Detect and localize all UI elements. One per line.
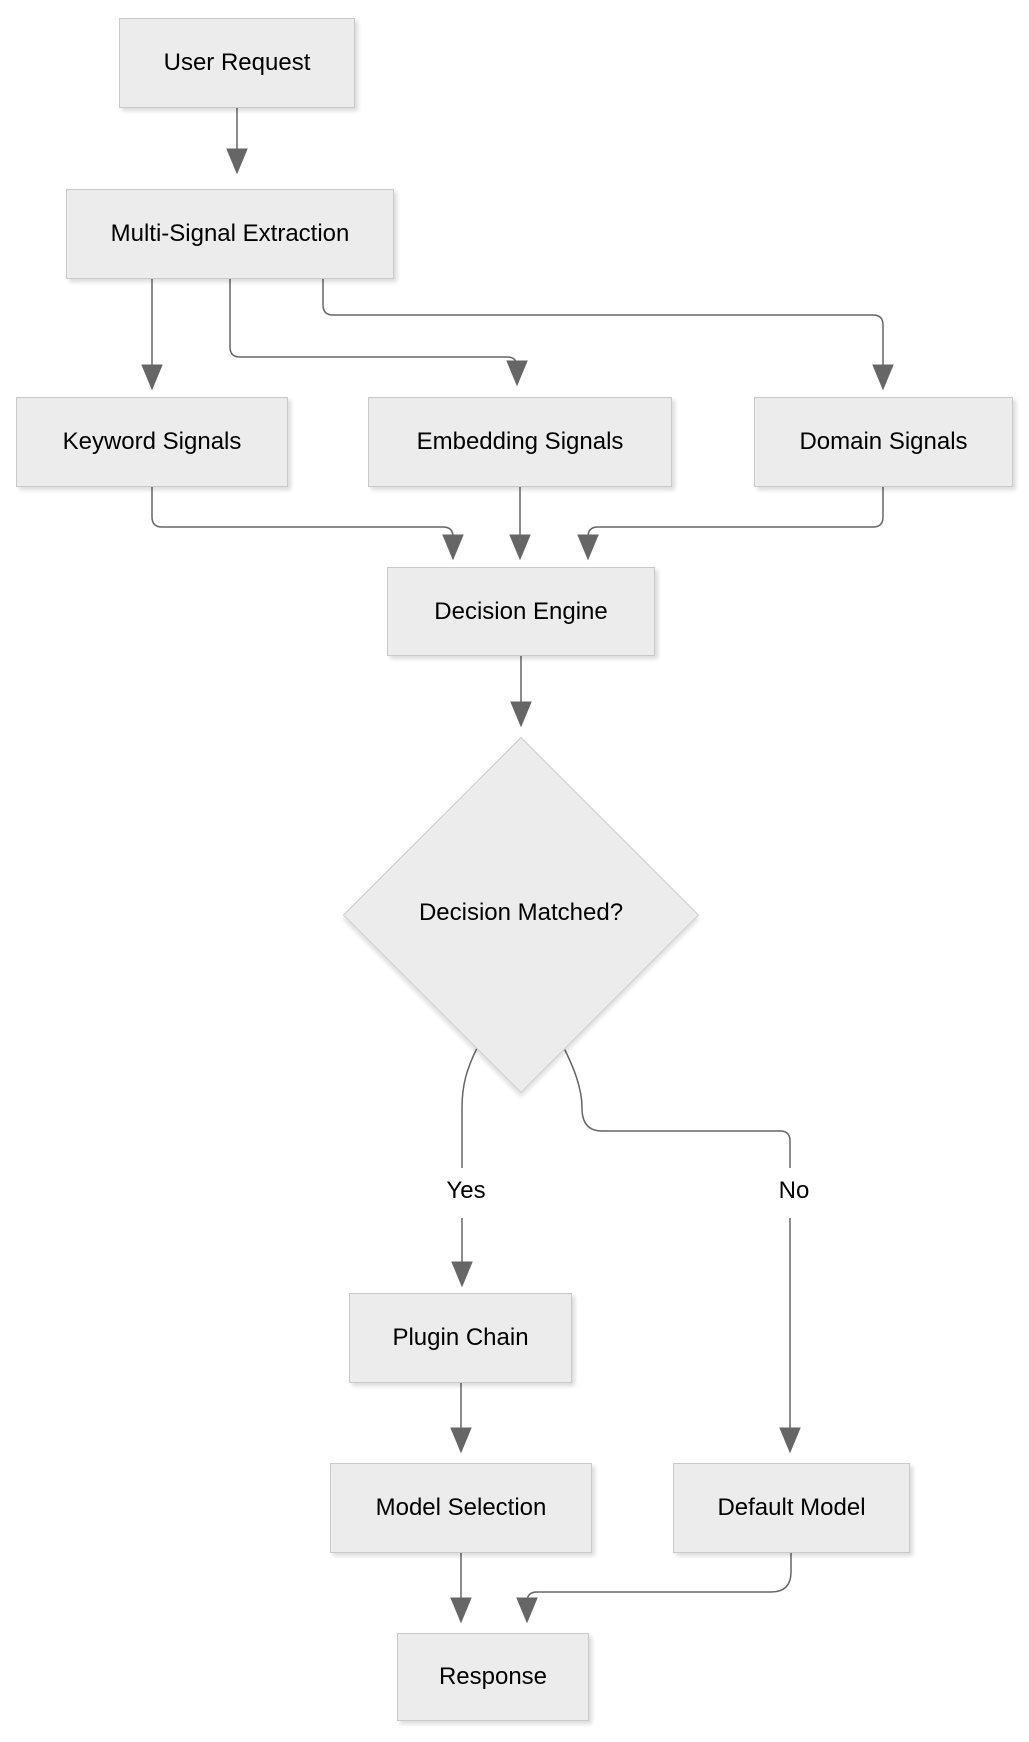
node-plugin-chain: Plugin Chain: [349, 1293, 572, 1383]
node-model-selection: Model Selection: [330, 1463, 592, 1553]
node-decision-engine: Decision Engine: [387, 567, 655, 656]
node-response: Response: [397, 1633, 589, 1721]
node-user-request: User Request: [119, 18, 355, 108]
edge-multi-signal-to-domain: [322, 278, 894, 391]
edge-multi-signal-to-embedding: [229, 278, 528, 387]
node-embedding-signals: Embedding Signals: [368, 397, 672, 487]
edge-diamond-yes-upper: [461, 1045, 479, 1168]
node-keyword-signals: Keyword Signals: [16, 397, 288, 487]
node-decision-matched-label: Decision Matched?: [418, 899, 624, 926]
node-multi-signal-extraction: Multi-Signal Extraction: [66, 189, 394, 279]
node-domain-signals: Domain Signals: [754, 397, 1013, 487]
edge-diamond-no-upper: [562, 1045, 791, 1168]
edge-default-model-to-response: [516, 1553, 792, 1624]
edge-label-yes: Yes: [432, 1177, 500, 1205]
edge-label-no: No: [763, 1177, 825, 1205]
edge-keyword-to-decision-engine: [151, 487, 464, 561]
node-default-model: Default Model: [673, 1463, 910, 1553]
edge-domain-to-decision-engine: [577, 487, 884, 561]
